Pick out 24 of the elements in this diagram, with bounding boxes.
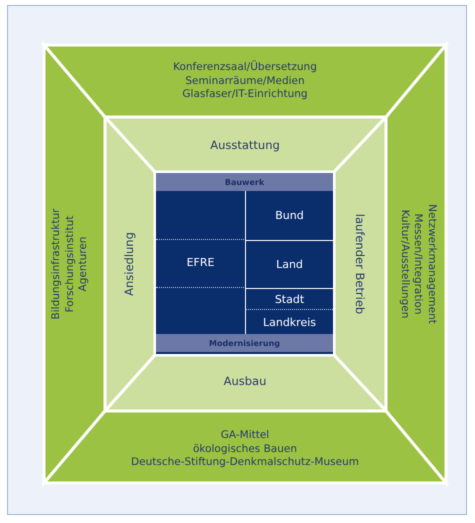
band-label: Konferenzsaal/Übersetzung bbox=[173, 61, 317, 74]
band-label: Agenturen bbox=[77, 236, 90, 292]
band-label: Deutsche-Stiftung-Denkmalschutz-Museum bbox=[131, 456, 359, 469]
band-label: Messen/Integration bbox=[412, 214, 424, 314]
band-label: Bildungsinfrastruktur bbox=[50, 208, 63, 320]
center-box bbox=[154, 171, 335, 356]
band-label: Ausbau bbox=[224, 375, 266, 389]
band-label: Seminarräume/Medien bbox=[185, 74, 305, 88]
band-label: Netzwerkmanagement bbox=[425, 204, 438, 324]
cell-label: Bund bbox=[275, 209, 304, 222]
cell-label: Landkreis bbox=[262, 316, 316, 328]
band-label: Kultur/Ausstellungen bbox=[398, 210, 411, 318]
band-label: Ansiedlung bbox=[123, 232, 137, 296]
band-label: GA-Mittel bbox=[220, 429, 270, 442]
band-label: Glasfaser/IT-Einrichtung bbox=[182, 88, 308, 101]
band-label: Forschungsinstitut bbox=[64, 216, 76, 312]
band-label: laufender Betrieb bbox=[352, 214, 366, 314]
band-label: ökologisches Bauen bbox=[192, 442, 298, 456]
footer-band: Modernisierung bbox=[156, 334, 333, 352]
header-band: Bauwerk bbox=[156, 173, 333, 191]
cell-label: Land bbox=[276, 258, 303, 271]
band-label: Ausstattung bbox=[210, 139, 280, 153]
cell-label: EFRE bbox=[186, 256, 214, 269]
cell-label: Stadt bbox=[274, 292, 304, 306]
